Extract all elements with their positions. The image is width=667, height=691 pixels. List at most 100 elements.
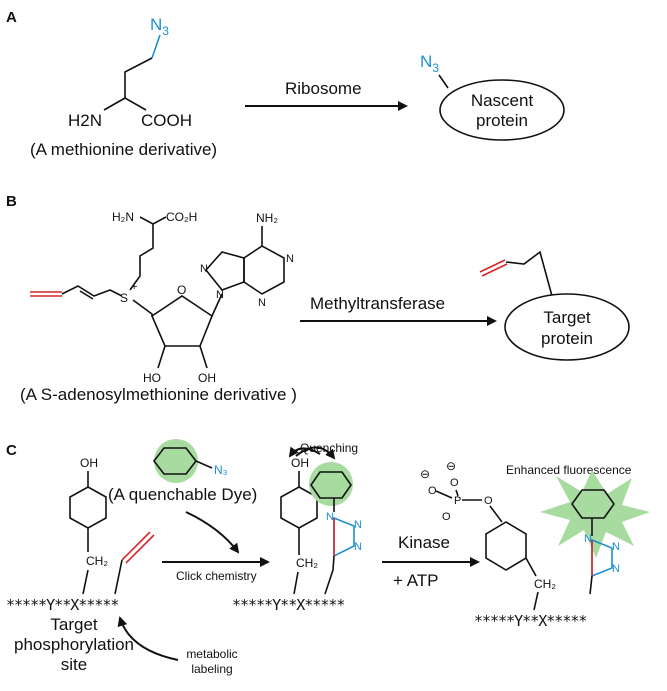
right-y-bond xyxy=(533,591,539,611)
mid-triazole-n xyxy=(333,516,355,558)
sam-chain-bonds xyxy=(129,224,154,291)
ho-bond xyxy=(157,345,166,369)
mid-triazole-link xyxy=(332,555,335,571)
panel-a-azide-label: N3 xyxy=(150,15,169,38)
product-alkyne-2 xyxy=(481,263,508,277)
left-sequence: *****Y**X***** xyxy=(6,596,118,614)
adenine-n9: N xyxy=(216,289,224,301)
mid-dye-glow xyxy=(309,462,353,506)
dye-ring xyxy=(152,447,198,475)
metabolic-line1: metabolic xyxy=(186,647,237,661)
panel-b-acid: CO₂H xyxy=(166,210,197,224)
product-azide-bond xyxy=(438,74,449,89)
dye-azide-bond xyxy=(195,460,213,469)
right-ch2: CH₂ xyxy=(534,577,556,591)
mid-triazole-n1: N xyxy=(326,511,334,523)
sulfonium-plus: + xyxy=(131,281,137,293)
quenching-arrow-1 xyxy=(295,446,336,460)
panel-c-label: C xyxy=(6,442,17,459)
nascent-protein-line2: protein xyxy=(476,111,528,130)
adenine-n1: N xyxy=(286,253,294,265)
quenching-arrow-2 xyxy=(288,446,321,458)
dye-glow xyxy=(154,439,198,483)
adenine-nh2: NH₂ xyxy=(256,211,278,225)
nascent-protein-ellipse xyxy=(439,79,565,141)
kinase-line1: Kinase xyxy=(398,533,450,552)
right-triazole-link xyxy=(589,575,593,595)
right-phenyl xyxy=(485,521,527,571)
phosphate-aryl-bond xyxy=(489,505,503,523)
dye-in-arrow xyxy=(185,511,240,554)
fluorescence-burst xyxy=(540,470,650,558)
panel-a-amine: H2N xyxy=(68,111,102,130)
panel-b-caption: (A S-adenosylmethionine derivative ) xyxy=(20,385,297,404)
target-protein-line1: Target xyxy=(543,308,591,327)
left-x-bond xyxy=(114,559,123,595)
sulfonium-s: S xyxy=(120,291,128,305)
mid-y-bond xyxy=(293,571,299,595)
alkene-double xyxy=(79,290,94,300)
dye-azide: N₃ xyxy=(214,463,228,477)
panel-a-caption: (A methionine derivative) xyxy=(30,140,217,159)
mid-triazole-n2: N xyxy=(354,519,362,531)
panel-a-label: A xyxy=(6,9,17,26)
left-ch2: CH₂ xyxy=(86,554,108,568)
mid-dye-ring xyxy=(310,471,352,499)
ribose-o: O xyxy=(177,283,186,297)
ribose-ho: HO xyxy=(143,371,161,385)
mid-oh: OH xyxy=(291,456,309,470)
product-azide-label: N3 xyxy=(420,52,439,75)
panel-b-amine: H₂N xyxy=(112,210,134,224)
oh-bond xyxy=(199,345,208,369)
amine-bond xyxy=(103,97,126,111)
metabolic-line2: labeling xyxy=(191,662,232,676)
phosphate-bond-1 xyxy=(435,490,453,499)
panel-a-acid: COOH xyxy=(141,111,192,130)
enhanced-label: Enhanced fluorescence xyxy=(506,463,632,477)
left-alkyne-1 xyxy=(121,531,151,561)
kinase-line2: + ATP xyxy=(393,571,439,590)
phosphate-minus-1: ⊖ xyxy=(420,467,430,481)
right-dye-ring xyxy=(571,489,615,519)
product-alkene xyxy=(505,250,553,297)
mid-ch2: CH₂ xyxy=(296,556,318,570)
pyrimidine-ring xyxy=(243,245,285,295)
s-ribose-bond xyxy=(132,299,153,316)
target-protein-ellipse xyxy=(504,293,630,361)
quenching-label: Quenching xyxy=(300,441,358,455)
glycosidic-bond xyxy=(211,293,223,317)
ribosome-label: Ribosome xyxy=(285,79,362,98)
metabolic-arrow xyxy=(117,616,179,661)
nascent-protein-line1: Nascent xyxy=(471,91,534,110)
ribose-oh: OH xyxy=(198,371,216,385)
imidazole-ring xyxy=(204,251,245,291)
panel-b-label: B xyxy=(6,193,17,210)
left-oh: OH xyxy=(80,456,98,470)
target-site-line1: Target xyxy=(50,615,98,634)
phosphate-o-4: O xyxy=(484,495,493,507)
left-y-bond xyxy=(82,569,89,595)
mid-sequence: *****Y**X***** xyxy=(232,596,344,614)
phosphate-o-2: O xyxy=(450,477,459,489)
phosphate-o-1: O xyxy=(428,485,437,497)
mid-triazole-n3: N xyxy=(354,541,362,553)
methyltransferase-label: Methyltransferase xyxy=(310,294,445,313)
adenine-n7: N xyxy=(200,263,208,275)
right-triazole-n1: N xyxy=(584,533,592,545)
left-phenyl xyxy=(69,486,107,529)
panel-c: C N₃ (A quenchable Dye) OH CH₂ *****Y**X… xyxy=(6,439,650,676)
target-site-line2: phosphorylation xyxy=(14,635,134,654)
product-alkyne-1 xyxy=(479,259,506,273)
ribose-ring xyxy=(151,295,213,347)
right-sequence: *****Y**X***** xyxy=(474,612,586,630)
phosphate-o-3: O xyxy=(442,511,451,523)
adenine-n3: N xyxy=(258,297,266,309)
right-triazole-n2: N xyxy=(612,541,620,553)
right-benzyl-bond xyxy=(525,557,537,577)
click-label: Click chemistry xyxy=(176,569,257,583)
side-chain-bonds xyxy=(124,57,153,98)
right-triazole-n3: N xyxy=(612,563,620,575)
mid-x-bond xyxy=(324,569,334,595)
target-protein-line2: protein xyxy=(541,329,593,348)
